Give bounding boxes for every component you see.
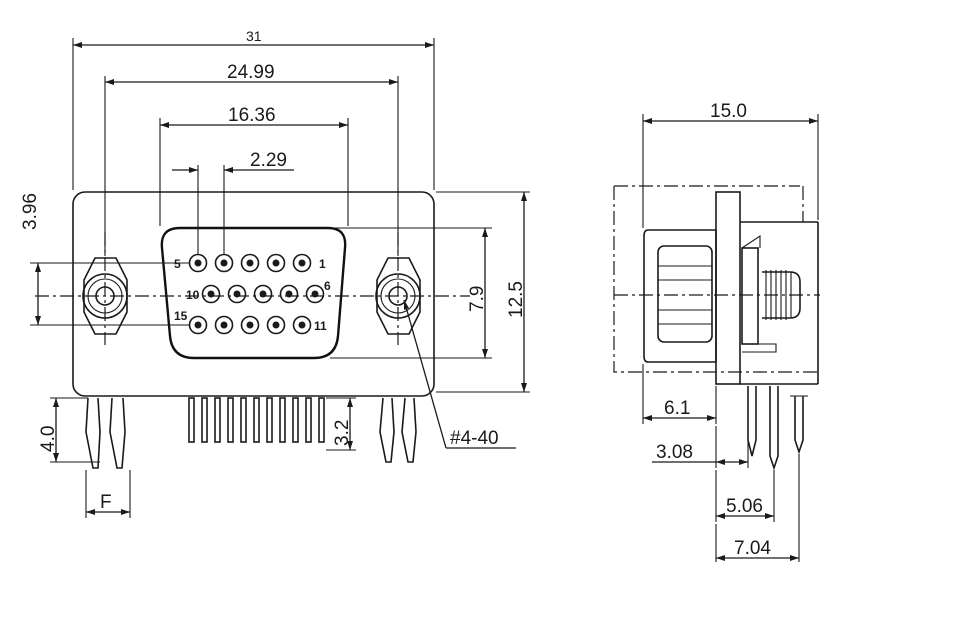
dim-pin-length	[326, 397, 356, 451]
label-shell-height: 7.9	[467, 286, 488, 312]
left-jackscrew	[82, 257, 128, 335]
side-jackscrew	[762, 270, 801, 320]
label-mount-hole-spacing: 24.99	[227, 62, 275, 83]
pin-label-bottom-right: 11	[314, 319, 327, 333]
pin-row-1	[188, 253, 312, 273]
side-hex-nut	[657, 245, 713, 343]
right-board-lock	[379, 397, 417, 463]
dim-row-offset	[30, 262, 190, 326]
left-board-lock	[85, 397, 126, 469]
dim-mount-hole-spacing	[104, 76, 399, 256]
label-board-lock-length: 4.0	[38, 426, 59, 452]
side-housing	[643, 229, 717, 363]
label-row-a: 3.08	[656, 442, 693, 463]
pin-label-top-right: 1	[319, 257, 326, 271]
label-overall-width: 31	[246, 28, 262, 44]
pin-row-3	[188, 315, 312, 335]
dim-flange-height	[436, 191, 530, 393]
pin-label-top-left: 5	[174, 257, 181, 271]
thread-leader	[403, 299, 516, 449]
label-f: F	[100, 492, 112, 513]
dim-side-depth	[642, 114, 819, 228]
label-side-depth: 15.0	[710, 101, 747, 122]
pin-label-mid-right: 6	[324, 279, 331, 293]
label-thread: #4-40	[450, 428, 499, 449]
front-view: 5 1 10 6 15 11	[20, 28, 530, 518]
dim-row-a	[652, 426, 749, 468]
side-flange	[715, 191, 741, 385]
label-shell-width: 16.36	[228, 105, 276, 126]
label-row-b: 5.06	[726, 496, 763, 517]
connector-flange	[72, 191, 435, 397]
label-row-c: 7.04	[734, 538, 771, 559]
dim-overall-width	[72, 38, 435, 190]
dim-shell-width	[159, 118, 349, 226]
pin-row-2	[201, 284, 325, 304]
pin-label-bottom-left: 15	[174, 309, 188, 323]
dim-pin-pitch	[172, 165, 294, 254]
pcb-tails	[188, 397, 325, 443]
label-pin-pitch: 2.29	[250, 150, 287, 171]
d-sub-shell	[160, 226, 347, 360]
side-pcb-tails	[747, 386, 808, 471]
dim-flange-offset	[642, 364, 717, 424]
dim-row-b	[715, 470, 775, 522]
label-flange-height: 12.5	[506, 281, 527, 318]
label-row-offset: 3.96	[20, 193, 41, 230]
side-view: 15.0 6.1 3.08 5.06	[613, 101, 820, 562]
label-pin-length: 3.2	[332, 420, 353, 446]
dim-row-c	[715, 454, 800, 562]
right-jackscrew	[375, 257, 421, 335]
label-flange-offset: 6.1	[664, 398, 690, 419]
dim-f	[85, 470, 131, 518]
dim-shell-height	[330, 227, 492, 359]
pin-label-mid-left: 10	[186, 288, 200, 302]
side-insert	[741, 247, 759, 345]
dim-board-lock-length	[50, 397, 100, 463]
